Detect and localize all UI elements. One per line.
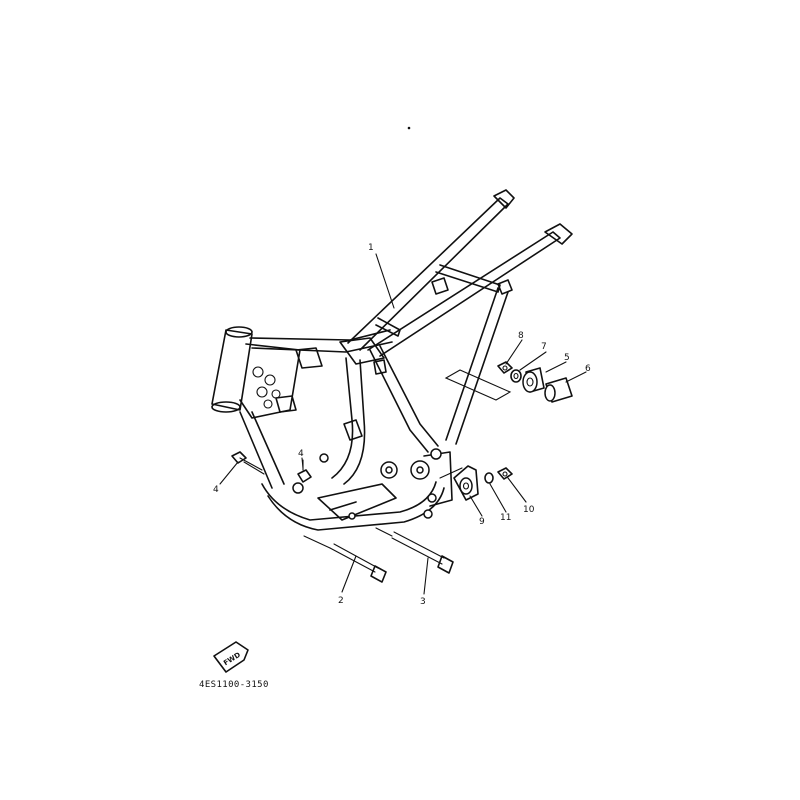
- callout-9: 9: [479, 517, 485, 527]
- drawing-code: 4ES1100-3150: [199, 680, 269, 690]
- callout-4-left: 4: [213, 485, 219, 495]
- mount-kit-lower: [439, 465, 513, 501]
- callout-5: 5: [564, 353, 570, 363]
- frame-assembly: [211, 189, 573, 531]
- callout-6: 6: [585, 364, 591, 374]
- bracket-9: [453, 465, 479, 501]
- callouts: 1 2 3 4 4 5 6 7 8 9 10 11: [213, 243, 591, 607]
- nut-10: [497, 467, 513, 480]
- callout-8: 8: [518, 331, 524, 341]
- collar-6: [544, 377, 573, 403]
- washer-7: [510, 369, 522, 383]
- fwd-arrow-icon: FWD: [213, 641, 249, 673]
- washer-11: [484, 472, 494, 484]
- callout-4-center: 4: [298, 449, 304, 459]
- nut-8: [497, 361, 513, 374]
- bolt-4-left: [231, 451, 265, 475]
- bushing-5: [522, 367, 545, 393]
- callout-3: 3: [420, 597, 426, 607]
- bolt-4-center: [297, 459, 312, 483]
- fwd-label: FWD: [222, 651, 242, 668]
- callout-2: 2: [338, 596, 344, 606]
- bolt-2: [303, 535, 387, 583]
- mount-kit-upper: [444, 361, 573, 403]
- leader-lines: [219, 253, 587, 595]
- callout-7: 7: [541, 342, 547, 352]
- callout-1: 1: [368, 243, 374, 253]
- bolt-3: [375, 527, 454, 574]
- speck: [407, 126, 411, 130]
- callout-11: 11: [500, 513, 511, 523]
- callout-10: 10: [523, 505, 535, 515]
